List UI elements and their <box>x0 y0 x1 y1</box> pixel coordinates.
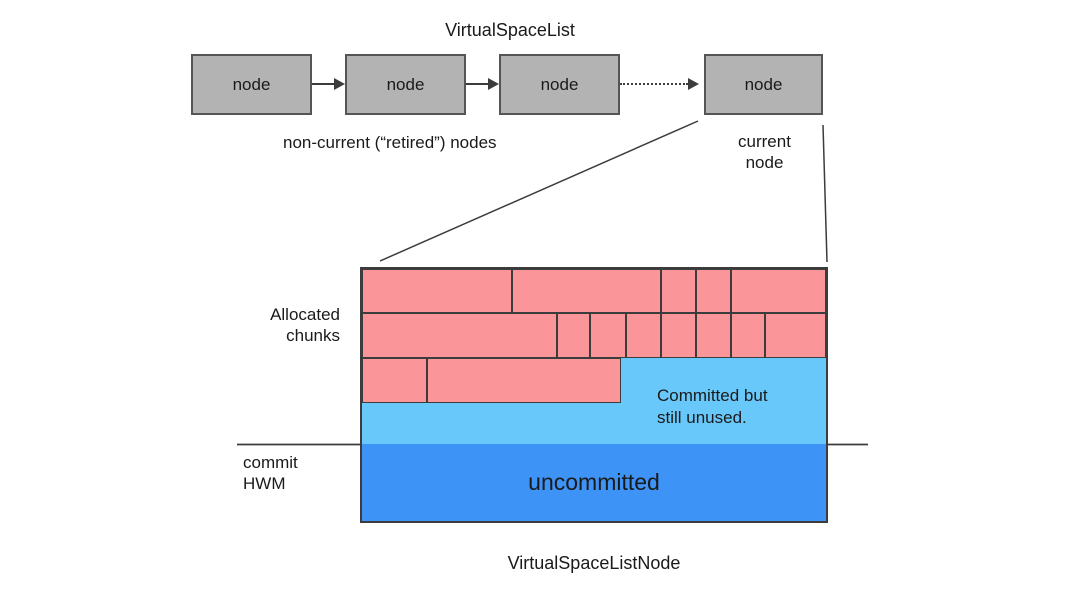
arrow-head-icon <box>488 78 499 90</box>
current-node-label: current node <box>704 131 825 173</box>
allocated-chunks-label-line1: Allocated <box>270 305 340 324</box>
allocated-chunk <box>626 313 661 358</box>
allocated-chunk <box>362 313 557 358</box>
node-box-2: node <box>345 54 466 115</box>
committed-unused-label-line2: still unused. <box>657 408 747 427</box>
node-label: node <box>232 74 271 94</box>
node-box-1: node <box>191 54 312 115</box>
vspace-rect: Committed but still unused. uncommitted <box>360 267 828 523</box>
arrow-line-1 <box>312 83 335 85</box>
commit-hwm-label-line1: commit <box>243 453 298 472</box>
allocated-chunk <box>590 313 626 358</box>
committed-unused-label: Committed but still unused. <box>657 385 768 429</box>
allocated-chunk <box>362 269 512 313</box>
allocated-chunk <box>731 313 765 358</box>
allocated-chunk <box>512 269 661 313</box>
allocated-chunk <box>696 269 731 313</box>
committed-unused-label-line1: Committed but <box>657 386 768 405</box>
node-box-4-current: node <box>704 54 823 115</box>
arrow-head-icon <box>334 78 345 90</box>
arrow-line-2 <box>466 83 489 85</box>
allocated-chunk <box>362 358 427 403</box>
node-label: node <box>386 74 425 94</box>
allocated-chunk <box>427 358 621 403</box>
uncommitted-label: uncommitted <box>528 469 660 495</box>
virtualspacelist-title: VirtualSpaceList <box>445 20 575 40</box>
allocated-chunks-label: Allocated chunks <box>200 304 340 346</box>
commit-hwm-label: commit HWM <box>243 452 298 494</box>
allocated-chunk <box>731 269 826 313</box>
node-label: node <box>540 74 579 94</box>
allocated-chunks-label-line2: chunks <box>286 326 340 345</box>
node-label: node <box>744 74 783 94</box>
allocated-chunk <box>696 313 731 358</box>
allocated-chunk <box>765 313 826 358</box>
node-box-3: node <box>499 54 620 115</box>
arrow-line-dotted <box>620 83 688 85</box>
arrow-head-icon <box>688 78 699 90</box>
current-node-label-line1: current <box>738 132 791 151</box>
allocated-chunk <box>557 313 590 358</box>
allocated-chunk <box>661 269 696 313</box>
retired-nodes-label: non-current (“retired”) nodes <box>283 133 497 152</box>
commit-hwm-label-line2: HWM <box>243 474 286 493</box>
virtualspacelistnode-title: VirtualSpaceListNode <box>507 553 681 573</box>
uncommitted-region: uncommitted <box>362 444 826 521</box>
current-node-label-line2: node <box>745 153 784 172</box>
allocated-chunk <box>661 313 696 358</box>
